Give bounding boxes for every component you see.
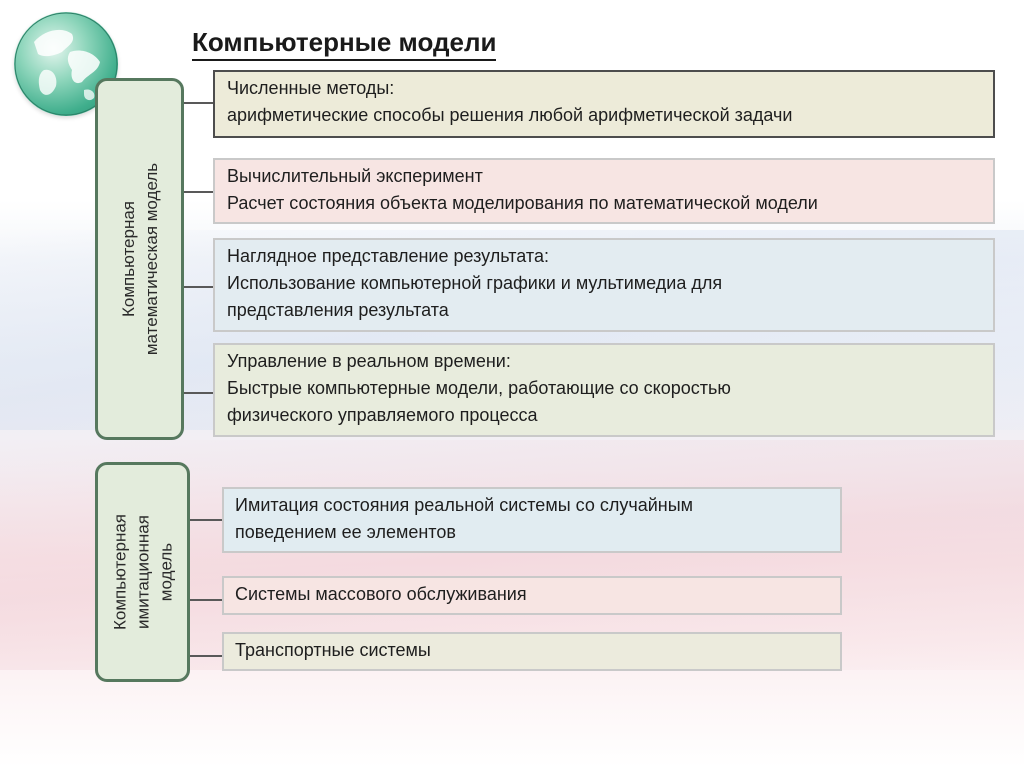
item-random-system-simulation: Имитация состояния реальной системы со с… <box>222 487 842 553</box>
item-line: арифметические способы решения любой ари… <box>227 105 793 125</box>
item-line: Быстрые компьютерные модели, работающие … <box>227 378 731 398</box>
connector <box>190 599 222 601</box>
group-label-line: имитационная <box>133 515 152 629</box>
item-line: Наглядное представление результата: <box>227 246 549 266</box>
item-line: представления результата <box>227 300 449 320</box>
group-label-line: Компьютерная <box>118 200 138 318</box>
item-queueing-systems: Системы массового обслуживания <box>222 576 842 615</box>
item-line: поведением ее элементов <box>235 522 456 542</box>
item-line: физического управляемого процесса <box>227 405 538 425</box>
connector <box>184 286 213 288</box>
item-line: Транспортные системы <box>235 640 431 660</box>
group-math-model-label: Компьютерная математическая модель <box>117 89 163 429</box>
item-line: Имитация состояния реальной системы со с… <box>235 495 694 515</box>
item-real-time-control: Управление в реальном времени: Быстрые к… <box>213 343 995 437</box>
item-numerical-methods: Численные методы: арифметические способы… <box>213 70 995 138</box>
item-visual-representation: Наглядное представление результата: Испо… <box>213 238 995 332</box>
group-label-line: модель <box>156 542 175 602</box>
group-math-model: Компьютерная математическая модель <box>95 78 184 440</box>
page-title: Компьютерные модели <box>192 26 497 61</box>
connector <box>190 519 222 521</box>
item-line: Системы массового обслуживания <box>235 584 527 604</box>
group-simulation-model: Компьютерная имитационная модель <box>95 462 190 682</box>
connector <box>184 392 213 394</box>
group-label-line: Компьютерная <box>110 513 129 631</box>
connector <box>190 655 222 657</box>
item-line: Вычислительный эксперимент <box>227 166 483 186</box>
item-line: Численные методы: <box>227 78 395 98</box>
item-computational-experiment: Вычислительный эксперимент Расчет состоя… <box>213 158 995 224</box>
group-label-line: математическая модель <box>141 162 161 356</box>
connector <box>184 102 213 104</box>
item-line: Использование компьютерной графики и мул… <box>227 273 723 293</box>
item-line: Управление в реальном времени: <box>227 351 511 371</box>
connector <box>184 191 213 193</box>
group-simulation-model-label: Компьютерная имитационная модель <box>108 472 177 672</box>
item-line: Расчет состояния объекта моделирования п… <box>227 193 818 213</box>
item-transport-systems: Транспортные системы <box>222 632 842 671</box>
